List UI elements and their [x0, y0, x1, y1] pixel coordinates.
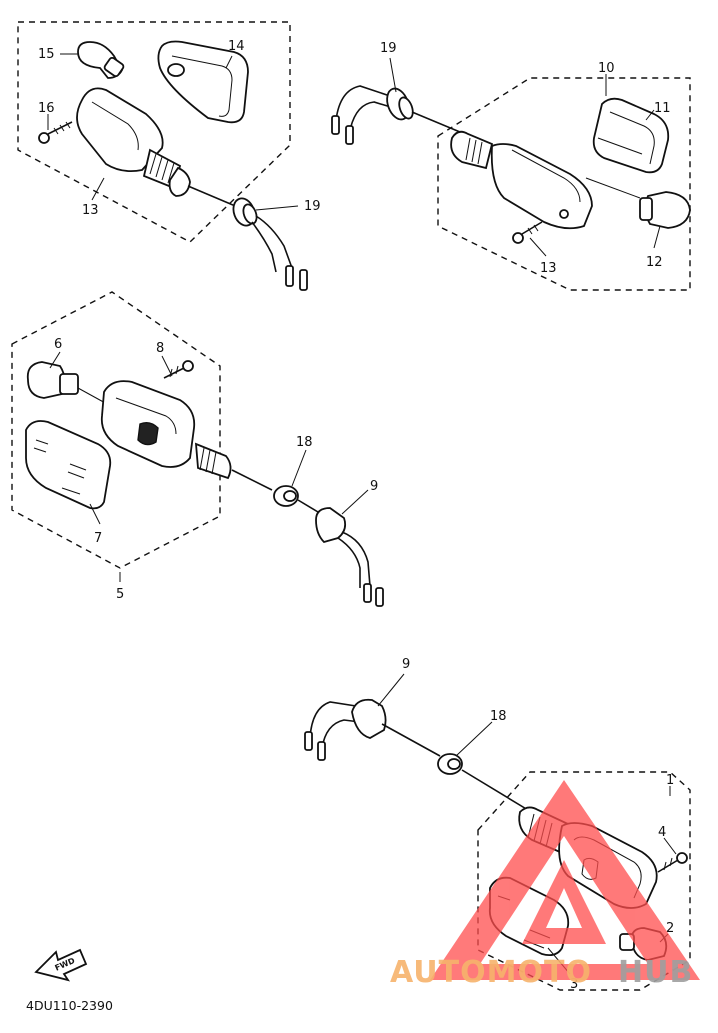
screw-part-4	[657, 852, 688, 873]
screw-part-8	[163, 360, 194, 379]
bulb-part-12	[585, 177, 691, 229]
part-label-16: 15	[38, 47, 55, 62]
watermark-text: AUTOMOTO HUB	[390, 955, 693, 990]
bulb-part-6	[26, 361, 119, 411]
grommet-part-19-left	[232, 197, 308, 291]
part-label-4: 4	[658, 825, 666, 840]
grommet-part-9-bottom	[304, 698, 441, 761]
grommet-part-9-middle	[315, 507, 384, 607]
diagram-code: 4DU110-2390	[26, 998, 113, 1013]
part-label-18-middle: 18	[296, 435, 313, 450]
part-label-5: 5	[116, 587, 124, 602]
fwd-arrow-icon: FWD	[34, 948, 88, 982]
lens-part-7	[25, 420, 112, 510]
part-label-1: 1	[666, 773, 674, 788]
part-label-18-bottom: 18	[490, 709, 507, 724]
part-label-3: 3	[570, 977, 578, 992]
part-label-13: 13	[540, 261, 557, 276]
bulb-part-16	[77, 41, 125, 79]
part-label-9-middle: 9	[370, 479, 378, 494]
part-label-12: 12	[646, 255, 663, 270]
assembly-bottom-right	[304, 698, 691, 991]
assembly-top-right	[331, 77, 691, 291]
grommet-part-19-right	[331, 85, 461, 145]
watermark-text-left: AUTOMOTO	[390, 955, 592, 990]
grommet-part-18-middle	[273, 485, 319, 513]
housing-part-10	[450, 130, 593, 230]
part-label-17: 16	[38, 101, 55, 116]
housing-part-14	[76, 87, 241, 209]
part-label-8: 8	[156, 341, 164, 356]
part-label-6: 6	[54, 337, 62, 352]
part-label-19-left: 19	[304, 199, 321, 214]
lens-part-11	[592, 97, 670, 174]
part-label-2: 2	[666, 921, 674, 936]
part-label-7: 7	[94, 531, 102, 546]
screw-part-17	[38, 121, 73, 144]
part-label-11: 11	[654, 101, 671, 116]
part-number-labels: 15 14 16 13 19 19 10 11 12 13 6 8 7 5 18…	[38, 39, 674, 992]
watermark-logo	[430, 780, 700, 980]
part-label-10: 10	[598, 61, 615, 76]
part-label-15: 14	[228, 39, 245, 54]
grommet-part-18-bottom	[437, 753, 529, 811]
screw-part-13	[512, 221, 543, 244]
part-label-19-right: 19	[380, 41, 397, 56]
part-label-9-bottom: 9	[402, 657, 410, 672]
assembly-middle-left	[11, 291, 273, 569]
part-label-14: 13	[82, 203, 99, 218]
housing-part-5	[100, 380, 273, 491]
watermark-text-right: HUB	[618, 955, 693, 990]
assembly-top-left	[17, 21, 308, 291]
